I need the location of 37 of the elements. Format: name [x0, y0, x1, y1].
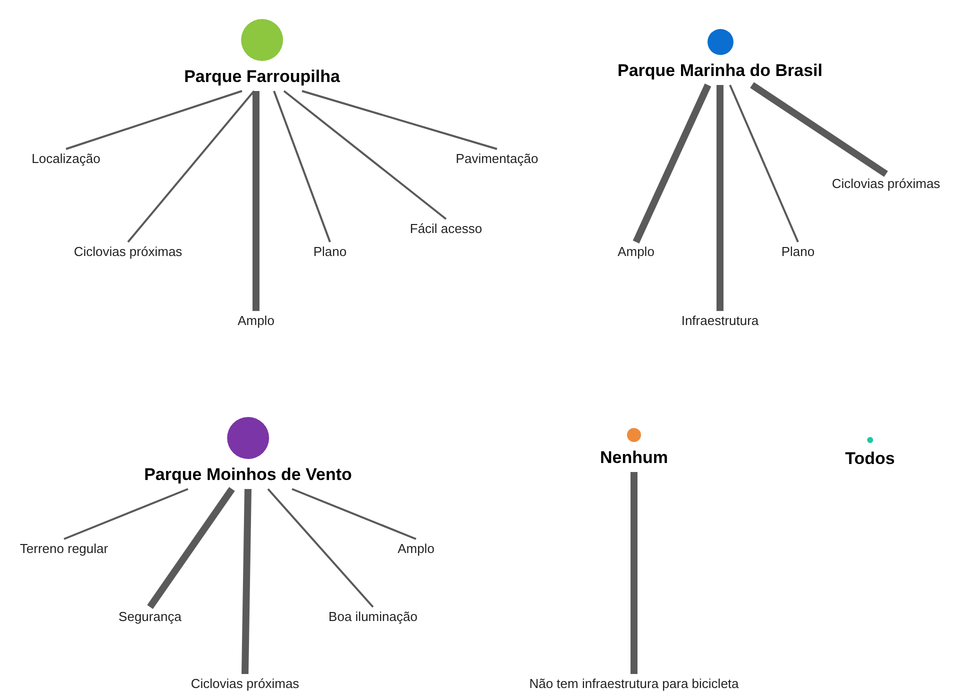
connector-line — [283, 90, 447, 220]
connector-line — [147, 487, 235, 609]
connector-line — [750, 82, 888, 177]
topic-label: Terreno regular — [20, 541, 108, 556]
topic-label: Localização — [32, 151, 100, 166]
connector-line — [64, 488, 188, 540]
topic-label: Pavimentação — [456, 151, 538, 166]
topic-label: Ciclovias próximas — [190, 676, 300, 691]
topic-label: Segurança — [118, 609, 182, 624]
topic-label: Não tem infraestrutura para bicicleta — [529, 676, 739, 691]
connector-line — [302, 90, 498, 150]
connector-line — [729, 84, 799, 242]
connector-line — [716, 85, 724, 311]
topic-label: Plano — [781, 244, 815, 259]
park-name: Parque Farroupilha — [184, 67, 340, 87]
connector-line — [292, 488, 416, 540]
connector-line — [252, 91, 260, 311]
connector-line — [267, 488, 374, 608]
connector-line — [127, 90, 255, 243]
topic-label: Boa iluminação — [328, 609, 418, 624]
park-name: Parque Marinha do Brasil — [618, 61, 822, 81]
park-name: Todos — [845, 449, 895, 469]
connector-line — [630, 472, 638, 674]
connector-line — [66, 90, 242, 150]
topic-label: Ciclovias próximas — [74, 244, 182, 259]
connector-line — [273, 90, 331, 242]
topic-label: Amplo — [238, 313, 274, 328]
topic-label: Amplo — [398, 541, 434, 556]
topic-label: Ciclovias próximas — [832, 176, 940, 191]
topic-label: Infraestrutura — [681, 313, 759, 328]
park-name: Parque Moinhos de Vento — [144, 465, 352, 485]
topic-label: Amplo — [618, 244, 654, 259]
connector-line — [632, 84, 712, 244]
connector-line — [242, 488, 252, 674]
topic-label: Fácil acesso — [410, 221, 482, 236]
topic-label: Plano — [313, 244, 347, 259]
park-name: Nenhum — [600, 448, 668, 468]
